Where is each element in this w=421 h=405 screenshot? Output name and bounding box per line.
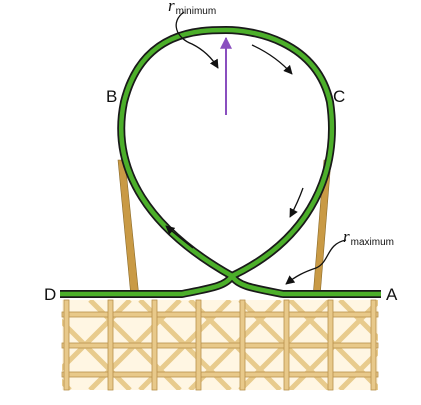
radius-max-subscript: maximum xyxy=(350,237,394,248)
point-label-a: A xyxy=(386,285,398,304)
point-label-b: B xyxy=(106,87,118,106)
point-label-d: D xyxy=(44,285,57,304)
radius-min-label: rminimum xyxy=(168,0,216,17)
support-lattice xyxy=(61,299,379,391)
radius-max-label: rmaximum xyxy=(343,228,394,248)
direction-arrows xyxy=(165,44,304,249)
point-label-c: C xyxy=(333,87,346,106)
radius-min-leader xyxy=(175,11,219,69)
radius-min-subscript: minimum xyxy=(175,6,217,17)
radius-max-symbol: r xyxy=(343,227,350,246)
radius-max-leader xyxy=(285,239,347,285)
radius-min-symbol: r xyxy=(168,0,175,15)
track xyxy=(60,26,381,298)
